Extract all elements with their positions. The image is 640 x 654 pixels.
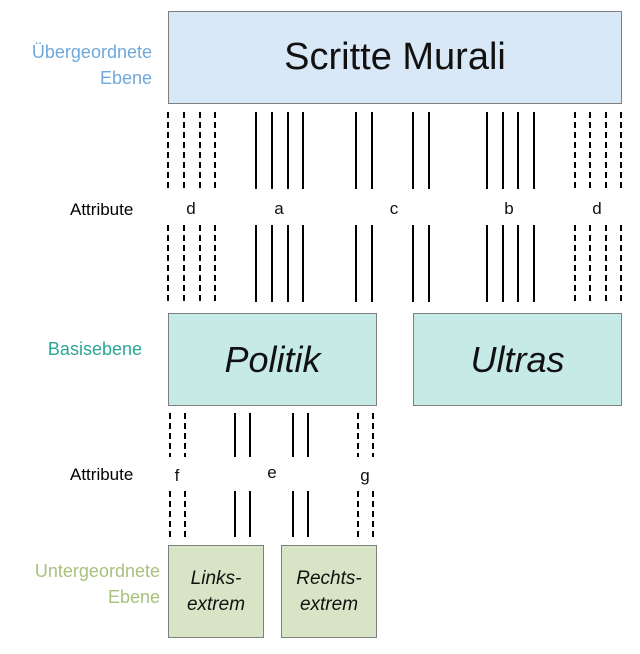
box-scritte-murali-label: Scritte Murali xyxy=(284,36,506,78)
box-scritte-murali: Scritte Murali xyxy=(168,11,622,104)
attribute-letter-g: g xyxy=(360,466,370,485)
box-politik-label: Politik xyxy=(224,338,321,380)
attribute-letter-c: c xyxy=(389,199,399,218)
level-label-basic-text: Basisebene xyxy=(47,339,142,359)
attribute-letter-d-right: d xyxy=(592,199,602,218)
level-label-subordinate-line2: Ebene xyxy=(107,587,160,607)
attribute-letter-f: f xyxy=(174,466,180,485)
box-linksextrem: Links- extrem xyxy=(168,545,264,638)
attributes-label-upper: Attribute xyxy=(70,200,134,219)
attribute-letter-e: e xyxy=(267,463,277,482)
attribute-letter-a: a xyxy=(274,199,284,218)
box-rechtsextrem-line2: extrem xyxy=(299,593,359,615)
box-politik: Politik xyxy=(168,313,377,406)
level-label-basic: Basisebene xyxy=(0,336,142,362)
level-label-superordinate: Übergeordnete Ebene xyxy=(0,39,152,91)
box-linksextrem-line1: Links- xyxy=(190,567,242,589)
level-label-subordinate: Untergeordnete Ebene xyxy=(0,558,160,610)
attribute-letter-d-left: d xyxy=(186,199,196,218)
attribute-letter-b: b xyxy=(504,199,514,218)
box-ultras-label: Ultras xyxy=(470,338,565,380)
box-rechtsextrem-line1: Rechts- xyxy=(296,567,362,589)
box-linksextrem-line2: extrem xyxy=(186,593,246,615)
box-ultras: Ultras xyxy=(413,313,622,406)
level-label-superordinate-line2: Ebene xyxy=(99,68,152,88)
level-label-superordinate-line1: Übergeordnete xyxy=(31,42,152,62)
attributes-label-lower: Attribute xyxy=(70,465,134,484)
box-rechtsextrem: Rechts- extrem xyxy=(281,545,377,638)
level-label-subordinate-line1: Untergeordnete xyxy=(34,561,160,581)
